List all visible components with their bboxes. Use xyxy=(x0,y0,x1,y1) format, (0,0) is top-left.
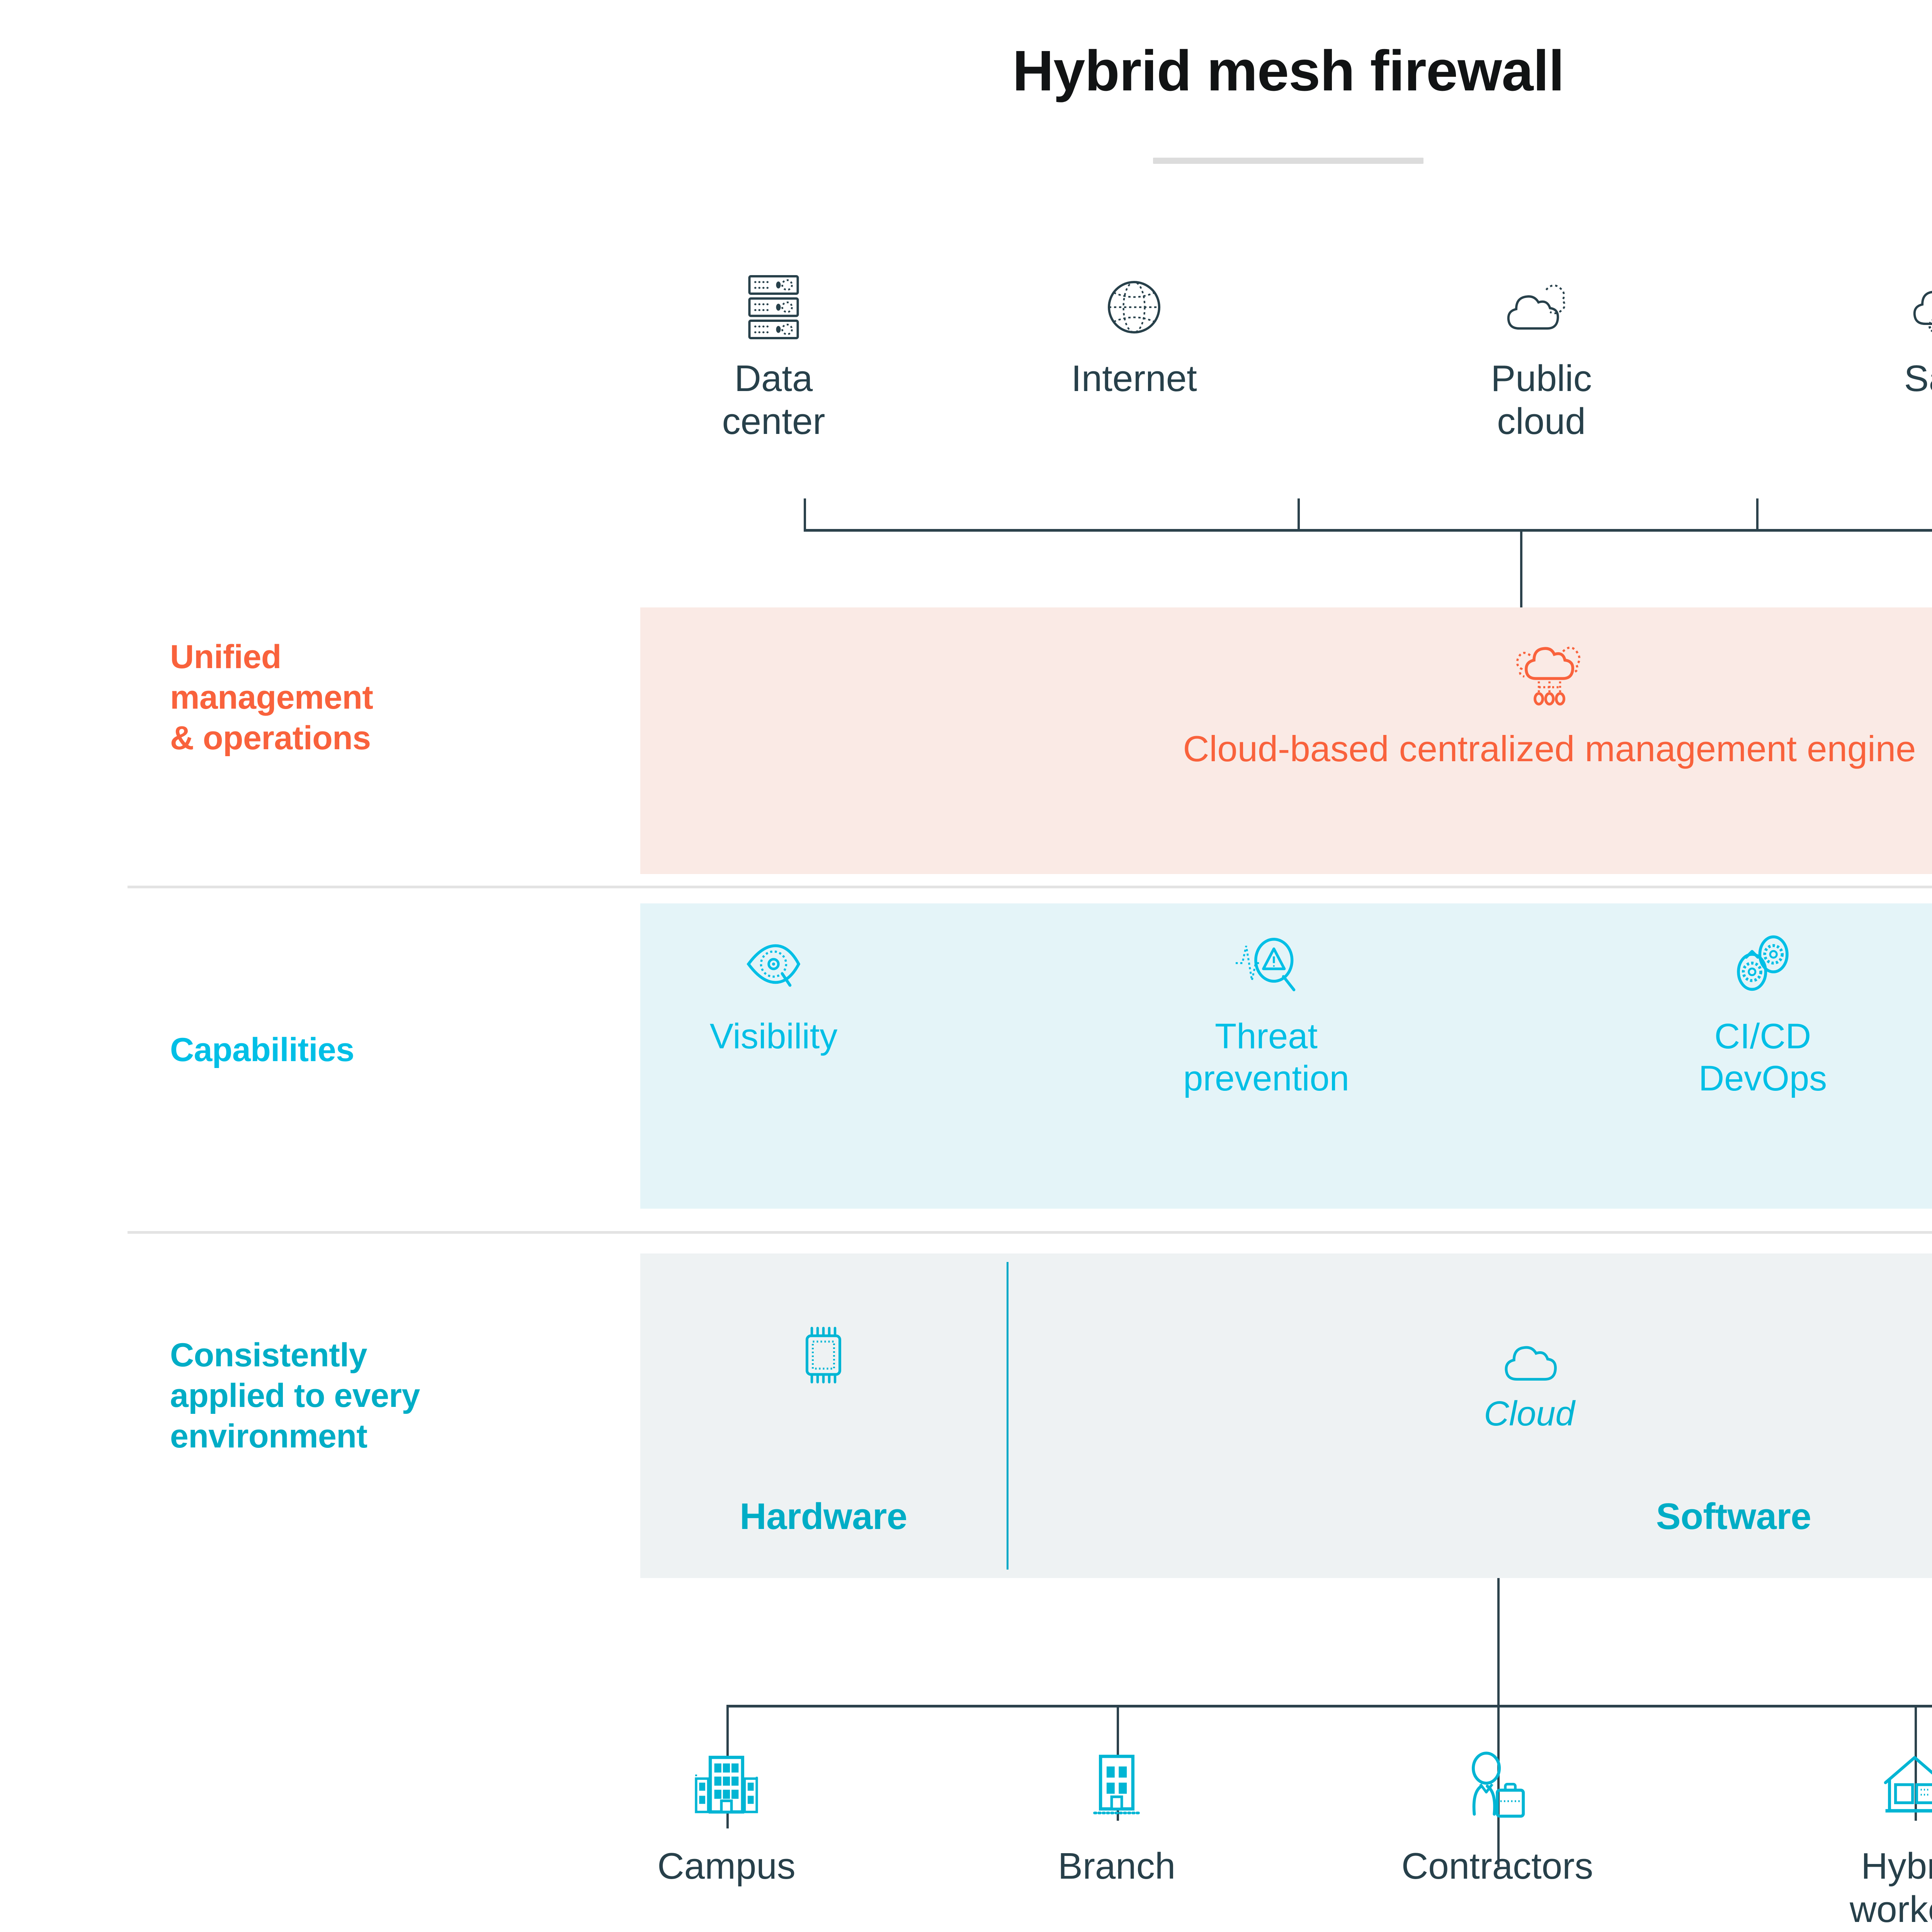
top-node-label: Data center xyxy=(722,358,825,442)
top-node-saas: SaaS xyxy=(1814,270,1932,400)
bottom-node-campus: Campus xyxy=(580,1743,873,1888)
rail-label-capabilities: Capabilities xyxy=(170,1031,354,1068)
bottom-drop-hybrid-workers xyxy=(1915,1705,1917,1821)
software-title: Software xyxy=(1656,1496,1811,1537)
top-drop-public-cloud xyxy=(1756,498,1759,530)
software-item-cloud: Cloud xyxy=(1406,1318,1653,1434)
cloud-icon xyxy=(1406,270,1677,344)
bottom-node-label: Hybrid workers xyxy=(1849,1845,1932,1930)
bottom-node-label: Campus xyxy=(657,1845,796,1887)
software-item-label: Virtual xyxy=(1893,1372,1932,1412)
page-title: Hybrid mesh firewall xyxy=(1012,39,1565,103)
top-source-row: Data center Internet Public cloud xyxy=(640,270,1932,456)
top-node-label: Internet xyxy=(1071,358,1197,399)
title-underline-rule xyxy=(1153,158,1423,164)
software-item-virtual: Virtual xyxy=(1893,1296,1932,1412)
bottom-node-label: Branch xyxy=(1058,1845,1176,1887)
capability-visibility: Visibility xyxy=(627,927,920,1058)
bottom-node-label: Contractors xyxy=(1401,1845,1594,1887)
top-drop-to-management-band xyxy=(1520,529,1522,608)
branch-building-icon xyxy=(970,1743,1264,1828)
house-icon xyxy=(1768,1743,1932,1828)
capabilities-band: Visibility Threat prevention xyxy=(640,903,1932,1209)
cicd-loop-gears-icon xyxy=(1616,927,1910,1001)
unified-management-band: Cloud-based centralized management engin… xyxy=(640,607,1932,874)
threat-magnifier-icon xyxy=(1119,927,1413,1001)
top-node-label: Public cloud xyxy=(1491,358,1592,442)
eye-magnifier-icon xyxy=(627,927,920,1001)
cloud-outline-icon xyxy=(1406,1318,1653,1384)
section-separator-2 xyxy=(128,1231,1932,1234)
rail-label-consistently-applied: Consistently applied to every environmen… xyxy=(170,1337,420,1455)
cloud-gears-icon xyxy=(1814,270,1932,344)
globe-icon xyxy=(999,270,1269,344)
hardware-group: Hardware xyxy=(640,1253,1007,1578)
capability-label: Visibility xyxy=(709,1017,838,1056)
chip-icon xyxy=(700,1318,947,1384)
person-briefcase-icon xyxy=(1350,1743,1644,1828)
bottom-node-branch: Branch xyxy=(970,1743,1264,1888)
capability-threat-prevention: Threat prevention xyxy=(1119,927,1413,1099)
bottom-trunk-line xyxy=(1497,1578,1500,1707)
office-buildings-icon xyxy=(580,1743,873,1828)
hardware-software-divider xyxy=(1007,1262,1009,1570)
capability-label: Threat prevention xyxy=(1183,1017,1349,1098)
environments-band: Hardware Cloud xyxy=(640,1253,1932,1578)
top-node-public-cloud: Public cloud xyxy=(1406,270,1677,443)
section-separator-1 xyxy=(128,886,1932,888)
top-node-internet: Internet xyxy=(999,270,1269,400)
top-node-label: SaaS xyxy=(1904,358,1932,399)
bottom-endpoint-row: Campus Branch xyxy=(0,1743,1932,1932)
bottom-bus-line xyxy=(726,1705,1932,1708)
capability-cicd-devops: CI/CD DevOps xyxy=(1616,927,1910,1099)
top-bus-line xyxy=(804,529,1932,532)
top-node-data-center: Data center xyxy=(638,270,909,443)
software-group: Cloud xyxy=(1009,1253,1932,1578)
bottom-drop-contractors xyxy=(1497,1705,1500,1867)
software-item-label: Cloud xyxy=(1484,1395,1575,1433)
management-engine-caption: Cloud-based centralized management engin… xyxy=(1183,728,1916,769)
hardware-item-chip xyxy=(700,1318,947,1394)
rail-label-unified-management: Unified management & operations xyxy=(170,638,373,757)
server-rack-icon xyxy=(638,270,909,344)
virtual-chip-icon xyxy=(1893,1296,1932,1362)
capability-label: CI/CD DevOps xyxy=(1698,1017,1827,1098)
bottom-node-hybrid-workers: Hybrid workers xyxy=(1768,1743,1932,1932)
cloud-management-engine-icon xyxy=(640,632,1932,709)
bottom-node-contractors: Contractors xyxy=(1350,1743,1644,1888)
top-drop-data-center xyxy=(804,498,806,530)
hardware-title: Hardware xyxy=(740,1496,907,1537)
title-block: Hybrid mesh firewall xyxy=(0,43,1932,164)
top-drop-internet xyxy=(1298,498,1300,530)
